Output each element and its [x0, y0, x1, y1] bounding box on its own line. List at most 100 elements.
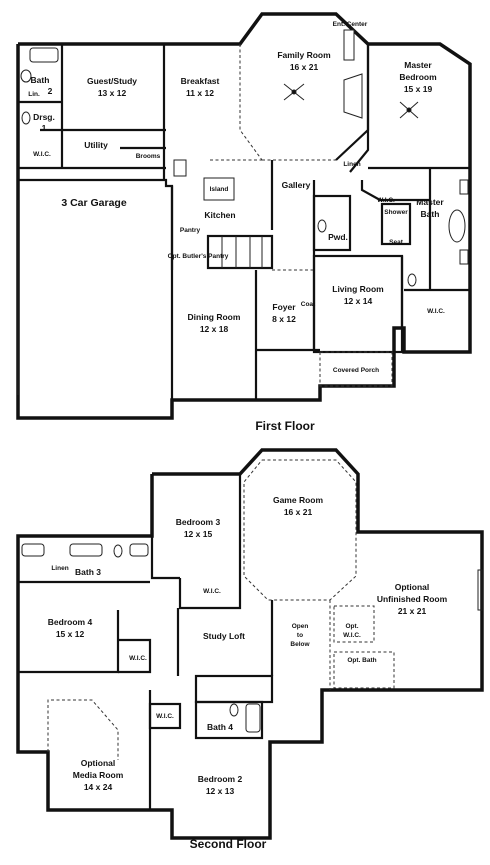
- toilet: [407, 273, 417, 287]
- wic-master-label: W.I.C.: [377, 197, 395, 204]
- master-bed-wall: [349, 44, 370, 173]
- opt-bath-outline: [333, 651, 395, 689]
- breakfast-size: 11 x 12: [186, 88, 214, 98]
- bed3-name: Bedroom 3: [176, 517, 221, 527]
- unfinished-size: 21 x 21: [398, 606, 427, 616]
- breakfast-name: Breakfast: [181, 76, 220, 86]
- wic3-label: W.I.C.: [203, 588, 221, 595]
- first-floor-title: First Floor: [255, 419, 315, 433]
- kitchen-island: [203, 177, 235, 201]
- island-label: Island: [210, 186, 229, 193]
- dining-size: 12 x 18: [200, 324, 229, 334]
- stair: [194, 674, 274, 704]
- game-size: 16 x 21: [284, 507, 313, 517]
- loft-label: Study Loft: [203, 631, 245, 641]
- media-2: Media Room: [73, 770, 124, 780]
- shower-label: Shower: [384, 209, 408, 216]
- foyer-size: 8 x 12: [272, 314, 296, 324]
- open-below-3: Below: [290, 641, 310, 648]
- wic2-label: W.I.C.: [156, 713, 174, 720]
- lin-label: Lin.: [28, 91, 40, 98]
- dining-name: Dining Room: [188, 312, 241, 322]
- window: [477, 569, 483, 611]
- cooktop: [173, 159, 187, 177]
- bed4-size: 15 x 12: [56, 629, 85, 639]
- powder-room: [312, 194, 352, 252]
- toilet: [317, 219, 327, 233]
- bathtub: [245, 703, 261, 733]
- master-wic-wall: [360, 180, 430, 202]
- stair: [206, 234, 274, 270]
- kitchen-label: Kitchen: [204, 210, 235, 220]
- sink: [129, 543, 149, 557]
- seat-label: Seat: [389, 239, 404, 246]
- unfinished-1: Optional: [395, 582, 429, 592]
- opt-wic-1: Opt.: [346, 623, 359, 630]
- ceiling-fan-icon: [283, 83, 305, 101]
- garage-label: 3 Car Garage: [61, 197, 127, 209]
- game-name: Game Room: [273, 495, 324, 505]
- coat-label: Coat: [301, 301, 316, 308]
- opt-wic-outline: [333, 605, 375, 643]
- master-bath-name2: Bath: [421, 209, 440, 219]
- wic1-label: W.I.C.: [33, 151, 51, 158]
- first-floor-exterior-wall: [16, 12, 472, 420]
- ceiling-fan-icon: [399, 101, 419, 119]
- living-size: 12 x 14: [344, 296, 373, 306]
- pantry-label: Pantry: [180, 227, 201, 234]
- family-size: 16 x 21: [290, 62, 319, 72]
- porch-label: Covered Porch: [333, 367, 379, 374]
- sink: [21, 111, 31, 125]
- master-bed-name2: Bedroom: [399, 72, 437, 82]
- ent-center-label: Ent. Center: [333, 21, 368, 28]
- unfinished-2: Unfinished Room: [377, 594, 448, 604]
- utility-label: Utility: [84, 140, 108, 150]
- linen-label: Linen: [51, 565, 68, 572]
- drsg-num: 1: [42, 123, 47, 133]
- opt-wic-2: W.I.C.: [343, 632, 361, 639]
- second-floor: [16, 448, 484, 840]
- opt-bath-label: Opt. Bath: [347, 657, 376, 664]
- wic-bath-label: W.I.C.: [427, 308, 445, 315]
- bed2-size: 12 x 13: [206, 786, 235, 796]
- bath2-name: Bath: [31, 75, 50, 85]
- gallery-label: Gallery: [282, 180, 311, 190]
- bed2-name: Bedroom 2: [198, 774, 243, 784]
- sink: [459, 179, 469, 195]
- bath4-label: Bath 4: [207, 722, 233, 732]
- open-below-1: Open: [292, 623, 309, 630]
- open-below-2: to: [297, 632, 303, 639]
- master-bed-name: Master: [404, 60, 432, 70]
- bed4-name: Bedroom 4: [48, 617, 93, 627]
- living-name: Living Room: [332, 284, 384, 294]
- covered-porch-outline: [319, 351, 393, 387]
- second-floor-exterior-wall: [16, 448, 484, 840]
- toilet: [20, 69, 32, 83]
- family-name: Family Room: [277, 50, 331, 60]
- wic3-wall: [178, 578, 242, 610]
- bathtub: [69, 543, 103, 557]
- bath4-wall: [194, 700, 264, 740]
- bed3-size: 12 x 15: [184, 529, 213, 539]
- media-size: 14 x 24: [84, 782, 113, 792]
- wic2-wall: [148, 702, 182, 730]
- bath2-num: 2: [48, 86, 53, 96]
- family-dashed-edge: [239, 44, 263, 161]
- wic4-label: W.I.C.: [129, 655, 147, 662]
- wic4-wall: [118, 638, 152, 674]
- second-floor-title: Second Floor: [190, 837, 267, 851]
- media-1: Optional: [81, 758, 115, 768]
- tub: [448, 209, 466, 243]
- toilet: [113, 544, 123, 558]
- brooms-label: Brooms: [136, 153, 161, 160]
- sink: [459, 249, 469, 265]
- bathtub: [29, 47, 59, 63]
- shower: [380, 202, 412, 246]
- bath3-label: Bath 3: [75, 567, 101, 577]
- foyer-name: Foyer: [272, 302, 296, 312]
- sink: [21, 543, 45, 557]
- game-room-outline: [243, 459, 357, 601]
- drsg-name: Drsg.: [33, 112, 55, 122]
- first-floor: [16, 12, 472, 420]
